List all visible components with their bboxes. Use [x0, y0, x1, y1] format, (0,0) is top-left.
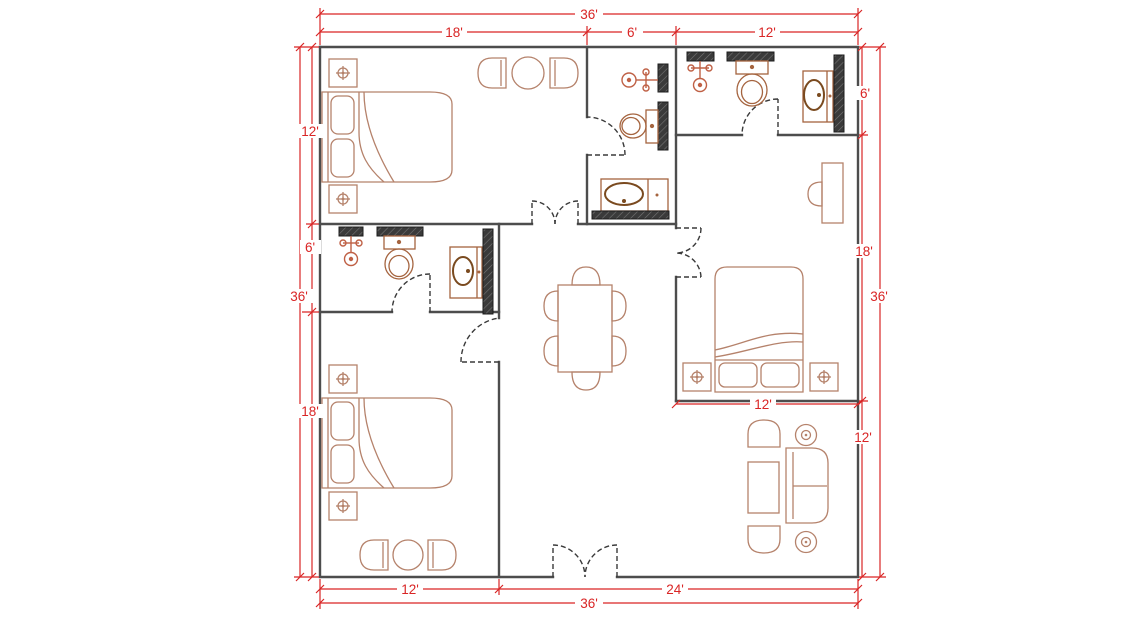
counter — [833, 54, 845, 133]
dining-table — [557, 284, 613, 373]
nightstand — [682, 362, 712, 392]
desk-with-chair — [807, 162, 844, 224]
bathroom-b-door — [741, 98, 779, 136]
master-bedroom-double-door — [675, 227, 702, 278]
living-area-furniture — [747, 419, 829, 554]
dim-top-segment-1: 18' — [445, 25, 463, 40]
sitting-area — [359, 539, 457, 571]
vanity-sink — [802, 54, 845, 133]
side-table — [794, 530, 818, 554]
dining-chair — [543, 335, 559, 367]
dim-left-segment-1: 12' — [301, 124, 319, 139]
dim-top-segment-2: 6' — [627, 25, 637, 40]
coffee-table — [747, 461, 780, 514]
wall-panel — [726, 51, 775, 62]
dim-right-segment-3: 12' — [854, 430, 872, 445]
nightstand — [328, 184, 358, 214]
bathroom-b-fixtures — [686, 51, 845, 133]
armchair — [747, 419, 781, 448]
shower-fixture — [621, 68, 658, 92]
counter — [482, 228, 494, 315]
dim-left-segment-3: 18' — [301, 404, 319, 419]
dim-interior-master-width: 12' — [754, 397, 772, 412]
dim-bottom-overall: 36' — [580, 596, 598, 611]
shower-fixture — [687, 61, 713, 93]
vanity-sink — [449, 228, 494, 315]
wall-panel — [657, 101, 669, 151]
toilet — [735, 60, 769, 107]
dimension-lines — [294, 8, 886, 609]
nightstand — [328, 58, 358, 88]
dining-chair — [571, 371, 601, 391]
bedroom-bottom-left-door — [460, 317, 500, 363]
dining-chair — [571, 266, 601, 286]
toilet — [383, 235, 416, 280]
dining-chair — [611, 335, 627, 367]
bathroom-a-door — [586, 116, 626, 156]
dim-right-segment-1: 6' — [860, 86, 870, 101]
bathroom-c-door — [391, 273, 431, 313]
dimension-labels: 36' 18' 6' 12' 12' 6' 36' 18' 6' 18' 36'… — [285, 7, 893, 611]
double-bed — [321, 397, 453, 489]
dim-bottom-segment-2: 24' — [666, 582, 684, 597]
dim-top-segment-3: 12' — [758, 25, 776, 40]
bedroom-top-left-furniture — [321, 56, 579, 214]
dim-left-overall: 36' — [290, 289, 308, 304]
nightstand — [328, 364, 358, 394]
dining-set — [543, 266, 627, 391]
dining-double-door — [531, 200, 579, 225]
wall-panel — [338, 226, 364, 237]
sofa — [785, 447, 829, 524]
shower-fixture — [339, 236, 363, 267]
master-bedroom-furniture — [682, 162, 844, 393]
sitting-area — [477, 56, 579, 90]
dim-right-overall: 36' — [870, 289, 888, 304]
dining-chair — [611, 290, 627, 322]
bedroom-bottom-left-furniture — [321, 364, 457, 571]
double-bed — [321, 91, 453, 183]
wall-panel — [686, 51, 715, 62]
vanity-sink — [591, 178, 670, 220]
bathroom-c-fixtures — [338, 226, 494, 315]
toilet — [619, 109, 659, 144]
counter — [591, 210, 670, 220]
nightstand — [809, 362, 839, 392]
dining-chair — [543, 290, 559, 322]
dim-top-overall: 36' — [580, 7, 598, 22]
armchair — [747, 525, 781, 554]
wall-panel — [376, 226, 424, 237]
dim-left-segment-2: 6' — [305, 240, 315, 255]
double-bed — [714, 266, 804, 393]
wall-panel — [657, 63, 669, 93]
bathroom-a-fixtures — [591, 63, 670, 220]
dim-right-segment-2: 18' — [855, 244, 873, 259]
nightstand — [328, 491, 358, 521]
entry-double-door — [552, 544, 618, 578]
side-table — [794, 423, 818, 447]
dim-bottom-segment-1: 12' — [401, 582, 419, 597]
